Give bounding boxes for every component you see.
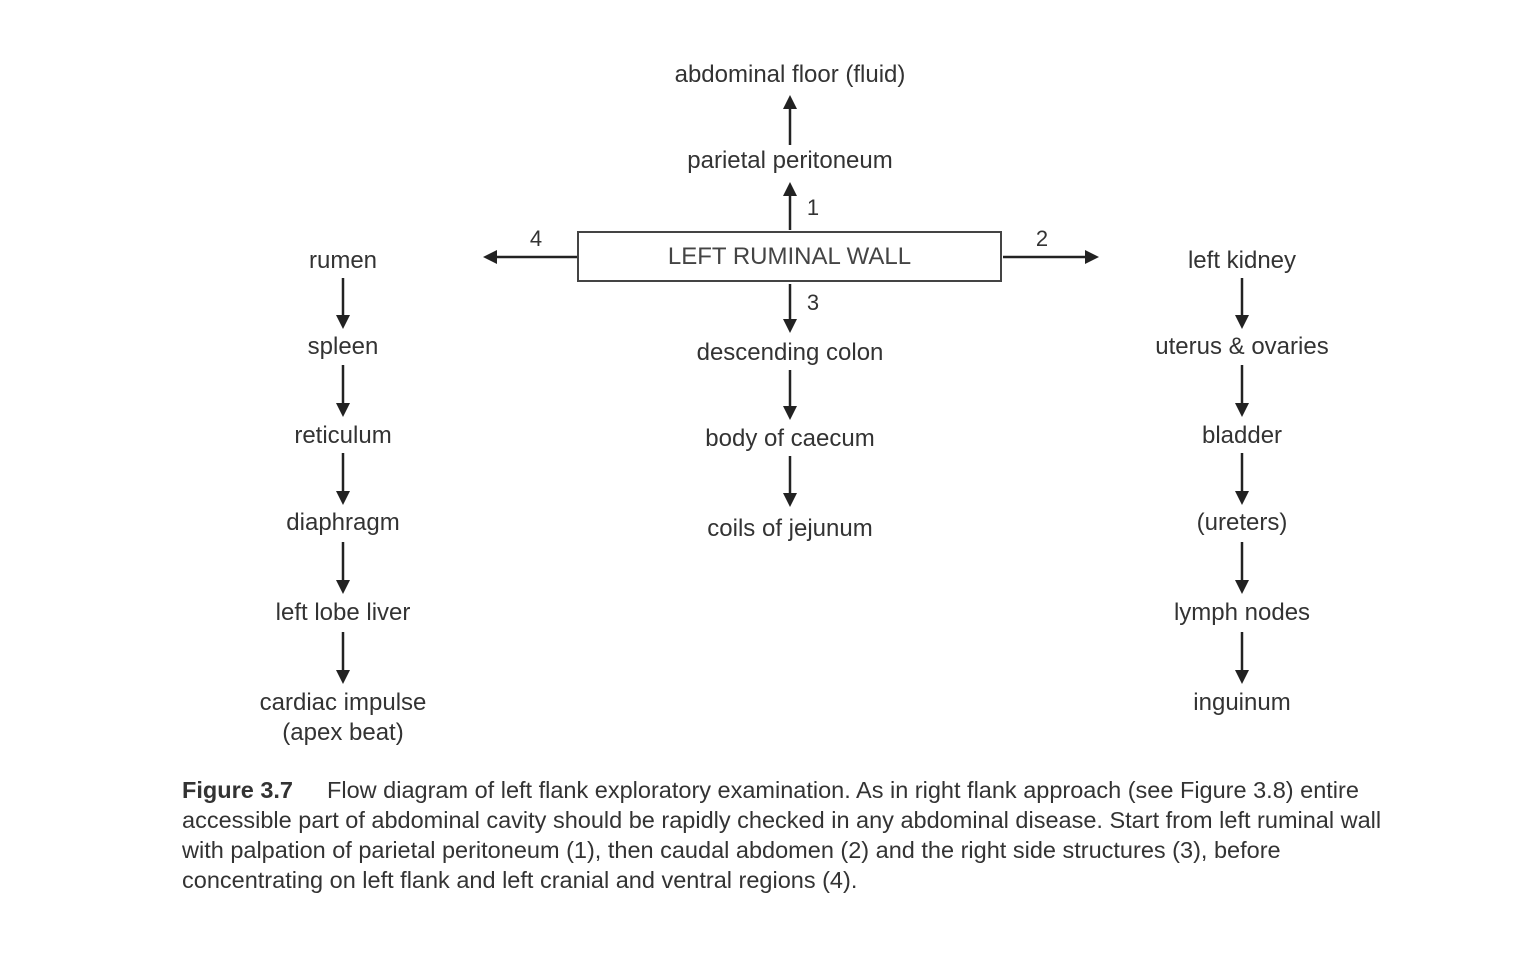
flow-arrow (336, 542, 350, 594)
node-inguinum: inguinum (1193, 689, 1291, 716)
node-left-ruminal-wall: LEFT RUMINAL WALL (577, 231, 1002, 282)
flow-arrow (1235, 453, 1249, 505)
node-ureters: (ureters) (1196, 509, 1288, 536)
flow-arrow (1235, 278, 1249, 329)
flow-arrow (783, 456, 797, 507)
node-left-lobe-liver: left lobe liver (275, 599, 411, 626)
caption-text: Flow diagram of left flank exploratory e… (182, 777, 1382, 893)
node-bladder: bladder (1201, 422, 1283, 449)
node-reticulum: reticulum (294, 422, 392, 449)
node-body-of-caecum: body of caecum (705, 425, 875, 452)
flow-arrow (1003, 250, 1099, 264)
flow-arrow (783, 370, 797, 420)
node-diaphragm: diaphragm (286, 509, 400, 536)
flow-arrow (336, 453, 350, 505)
node-cardiac-impulse: cardiac impulse (259, 689, 427, 716)
node-lymph-nodes: lymph nodes (1173, 599, 1311, 626)
node-rumen: rumen (308, 247, 378, 274)
flow-arrow (1235, 365, 1249, 417)
flow-arrow (783, 182, 797, 230)
node-coils-of-jejunum: coils of jejunum (707, 515, 873, 542)
flow-arrow (783, 95, 797, 145)
flow-arrow (783, 284, 797, 333)
node-uterus-ovaries: uterus & ovaries (1155, 333, 1329, 360)
step-number-3: 3 (806, 290, 820, 315)
flow-arrow (336, 278, 350, 329)
node-apex-beat: (apex beat) (282, 719, 404, 746)
flow-arrow (336, 632, 350, 684)
node-left-kidney: left kidney (1187, 247, 1297, 274)
step-number-4: 4 (529, 226, 543, 251)
flow-arrow (1235, 542, 1249, 594)
step-number-2: 2 (1035, 226, 1049, 251)
node-parietal-peritoneum: parietal peritoneum (687, 147, 893, 174)
flow-arrow (483, 250, 577, 264)
flow-arrow (1235, 632, 1249, 684)
step-number-1: 1 (806, 195, 820, 220)
node-spleen: spleen (307, 333, 379, 360)
flow-arrow (336, 365, 350, 417)
caption-label: Figure 3.7 (182, 777, 294, 803)
node-descending-colon: descending colon (696, 339, 884, 366)
node-abdominal-floor: abdominal floor (fluid) (674, 61, 906, 88)
